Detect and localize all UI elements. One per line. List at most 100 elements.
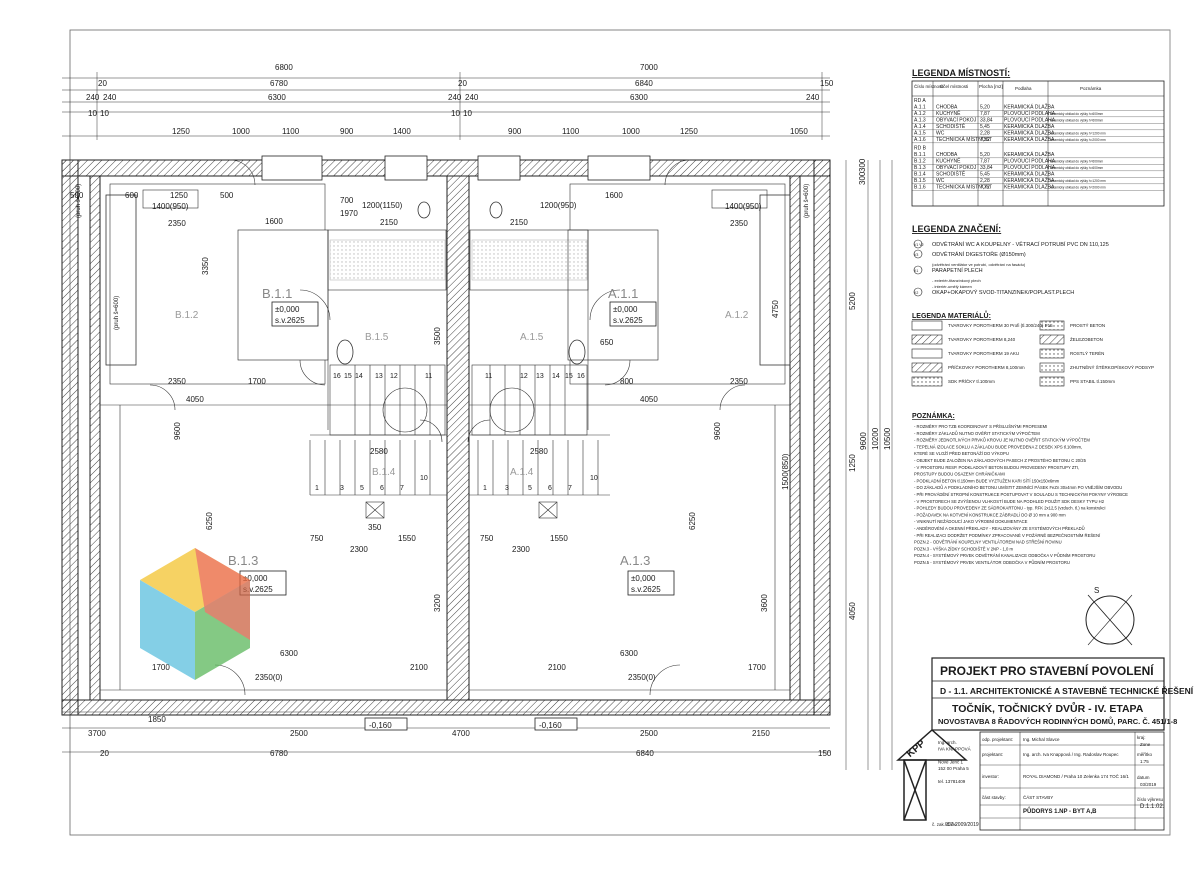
title-side-value: 1:75	[1140, 759, 1149, 764]
room-floor: KERAMICKÁ DLAŽBA	[1004, 170, 1055, 178]
material-label: ZHUTNĚNÝ ŠTĚRKOPÍSKOVÝ PODSYP	[1070, 363, 1154, 370]
dim-top-1: 6800	[275, 63, 293, 72]
title-line-3: TOČNÍK, TOČNICKÝ DVŮR - IV. ETAPA	[952, 701, 1144, 715]
dim-top-25: 1100	[562, 127, 580, 136]
material-label: TVAROVKY POROTHERM 30 Profi (tl.300/240)…	[948, 323, 1053, 328]
office-line: tel. 13781409	[938, 779, 966, 784]
room-code: B.1.1	[914, 152, 926, 158]
room-code: B.1.4	[914, 172, 926, 178]
room-floor: KERAMICKÁ DLAŽBA	[1004, 122, 1055, 130]
legend-materials: LEGENDA MATERIÁLŮ: TVAROVKY POROTHERM 30…	[911, 310, 1154, 387]
room-area: 5,45	[980, 172, 990, 178]
svg-text:2350: 2350	[168, 377, 186, 386]
title-cell-label: část stavby:	[982, 795, 1006, 800]
note-line: - PŘI REALIZACI DODRŽET PODMÍNKY ZPRACOV…	[914, 533, 1101, 538]
room-code: A.1.1	[914, 105, 926, 111]
room-code: B.1.6	[914, 185, 926, 191]
svg-text:1400(950): 1400(950)	[725, 202, 762, 211]
north-label: S	[1094, 586, 1099, 595]
stair-number: 10	[420, 475, 428, 482]
title-side-label: měřítko	[1137, 752, 1153, 757]
dim-top-11: 240	[448, 93, 462, 102]
symbol-text: - exteriér-titanzinkový plech	[932, 278, 981, 283]
title-side-label: číslo výkresu	[1137, 797, 1164, 802]
room-label-a15: A.1.5	[520, 332, 544, 343]
room-note: keramický obklad do výšky h=600mm	[1050, 112, 1103, 116]
room-floor: PLOVOUCÍ PODLAHA	[1004, 164, 1056, 171]
room-label-b15: B.1.5	[365, 332, 389, 343]
note-line: - TEPELNÁ IZOLACE SOKLU A ZÁKLADU BUDE P…	[914, 444, 1082, 449]
svg-text:1850: 1850	[148, 715, 166, 724]
note-line: - PODKLADNÍ BETON tl.150mm BUDE VYZTUŽEN…	[914, 478, 1060, 483]
room-area: 5,45	[980, 124, 990, 130]
svg-text:A.1.1: A.1.1	[608, 286, 638, 301]
dim-top-28: 1050	[790, 127, 808, 136]
svg-text:20: 20	[100, 749, 109, 758]
dim-top-19: 1250	[172, 127, 190, 136]
svg-text:2350(0): 2350(0)	[255, 673, 283, 682]
svg-text:LEGENDA MATERIÁLŮ:: LEGENDA MATERIÁLŮ:	[912, 310, 991, 320]
svg-text:2580: 2580	[370, 447, 388, 456]
room-purpose: CHODBA	[936, 105, 958, 111]
svg-text:1970: 1970	[340, 209, 358, 218]
svg-text:10500: 10500	[883, 427, 892, 450]
room-code: A.1.6	[914, 137, 926, 143]
room-area: 7,87	[980, 159, 990, 165]
room-area: 2,28	[980, 131, 990, 137]
room-code: A.1.5	[914, 131, 926, 137]
room-purpose: TECHNICKÁ MÍSTNOST	[936, 136, 992, 143]
svg-text:2500: 2500	[290, 729, 308, 738]
title-cell-value: ČÁST STAVBY	[1023, 794, 1053, 800]
title-side-label: datum	[1137, 775, 1150, 780]
note-line: - OBJEKT BUDE ZALOŽEN NA ZÁKLADOVÝCH PAS…	[914, 458, 1087, 463]
office-line: Nové Jenč 1	[938, 760, 964, 765]
stair-number: 11	[485, 373, 492, 380]
title-side-value: Zone	[1140, 742, 1151, 747]
svg-text:1700: 1700	[152, 663, 170, 672]
svg-text:750: 750	[480, 534, 494, 543]
svg-text:1600: 1600	[265, 217, 283, 226]
title-cell-label: odp. projektant:	[982, 737, 1013, 742]
svg-text:2100: 2100	[410, 663, 428, 672]
symbol-code: V1 V2	[914, 243, 924, 247]
svg-text:3500: 3500	[433, 327, 442, 345]
dim-top-24: 900	[508, 127, 522, 136]
room-purpose: SCHODIŠTĚ	[936, 170, 966, 178]
svg-text:±0,000: ±0,000	[613, 305, 638, 314]
room-stamp-a13: A.1.3 ±0,000 s.v.2625	[620, 553, 675, 596]
note-line: - DO ZÁKLADŮ A PODKLADNÍHO BETONU UMÍSTI…	[914, 485, 1122, 490]
svg-text:Účel místnosti: Účel místnosti	[940, 83, 968, 89]
svg-text:4050: 4050	[848, 602, 857, 620]
dim-top-8: 240	[86, 93, 100, 102]
note-line: POZN.3 - VÝŠKA ZÍDKY SCHODIŠTĚ V 2NP - 1…	[914, 546, 1013, 551]
svg-text:2300: 2300	[350, 545, 368, 554]
note-line: - ANDĚROVÉNÍ A OKENNÍ PŘEKLADY - REALIZO…	[914, 526, 1085, 531]
title-line-1: PROJEKT PRO STAVEBNÍ POVOLENÍ	[940, 663, 1154, 678]
dim-top-7: 150	[820, 79, 834, 88]
room-purpose: OBÝVACÍ POKOJ	[936, 117, 977, 124]
room-note: keramický obklad do výšky h=600mm	[1050, 160, 1103, 164]
stair-number: 14	[355, 373, 363, 380]
room-purpose: OBÝVACÍ POKOJ	[936, 164, 977, 171]
svg-text:1550: 1550	[550, 534, 568, 543]
stair-number: 3	[340, 485, 344, 492]
svg-text:2150: 2150	[380, 218, 398, 227]
svg-text:2580: 2580	[530, 447, 548, 456]
stair-number: 10	[590, 475, 598, 482]
stair-number: 12	[520, 373, 528, 380]
dim-top-16: 10	[100, 109, 109, 118]
room-floor: PLOVOUCÍ PODLAHA	[1004, 158, 1056, 165]
svg-text:POZNÁMKA:: POZNÁMKA:	[912, 411, 955, 420]
svg-text:3200: 3200	[433, 594, 442, 612]
stair-number: 5	[528, 485, 532, 492]
office-line: IVA KNAPPOVÁ	[938, 746, 971, 752]
svg-text:1400(950): 1400(950)	[152, 202, 189, 211]
title-cell-label: projektant:	[982, 752, 1003, 757]
stair-number: 14	[552, 373, 560, 380]
room-note: keramický obklad do výšky h=2000 mm	[1050, 138, 1106, 142]
room-code: B.1.2	[914, 159, 926, 165]
north-arrow-icon: S	[1085, 586, 1135, 646]
floor-plan: 6800 7000 20 6780 20 6840 150 240 240 63…	[61, 63, 893, 770]
svg-text:Podlaha: Podlaha	[1015, 86, 1032, 91]
room-purpose: CHODBA	[936, 152, 958, 158]
